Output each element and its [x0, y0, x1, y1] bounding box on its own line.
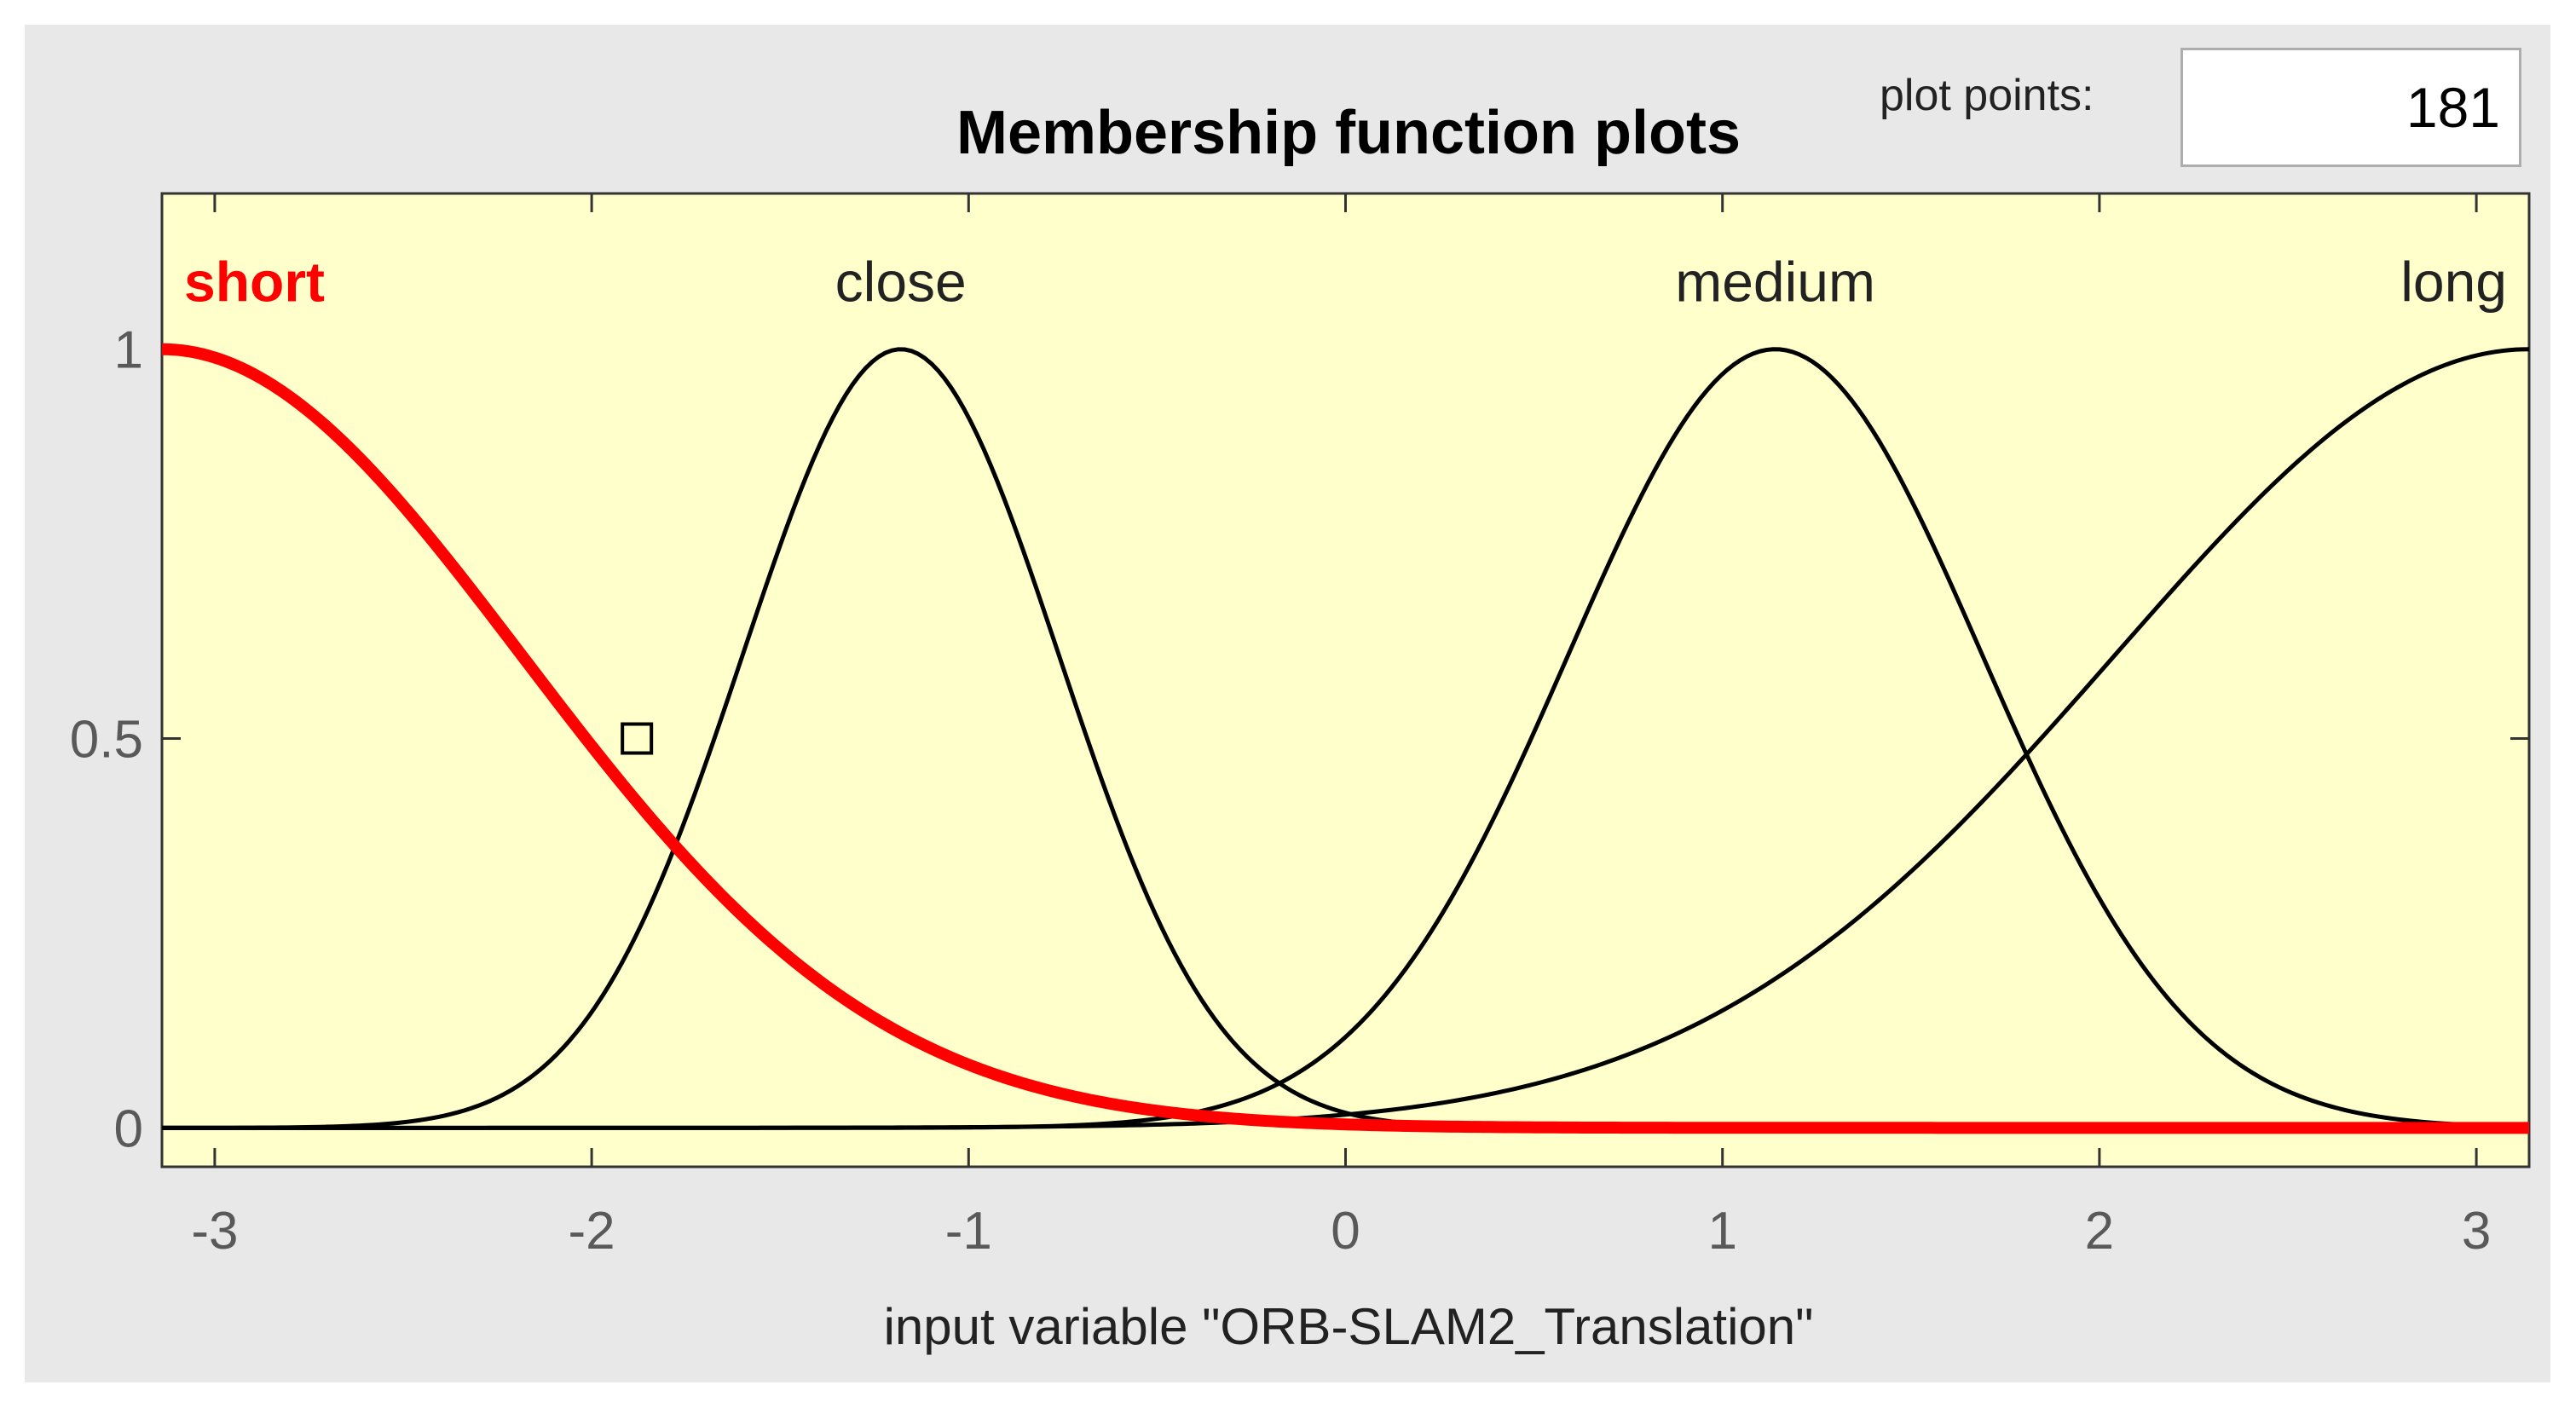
label-close[interactable]: close — [835, 251, 967, 314]
plot-points-input[interactable] — [2180, 48, 2521, 167]
y-tick-label: 0 — [114, 1099, 143, 1158]
x-tick-label: 1 — [1707, 1202, 1736, 1261]
curve-long[interactable] — [162, 347, 2530, 1130]
label-medium[interactable]: medium — [1675, 251, 1875, 314]
x-tick-label: -2 — [569, 1202, 615, 1261]
x-tick-label: -3 — [191, 1202, 238, 1261]
selection-marker[interactable] — [621, 722, 654, 755]
chart-title: Membership function plots — [956, 99, 1741, 167]
membership-curves[interactable] — [161, 343, 2530, 1134]
label-long[interactable]: long — [2400, 251, 2507, 314]
x-tick-label: 3 — [2462, 1202, 2491, 1261]
x-tick-label: -1 — [945, 1202, 992, 1261]
x-axis-label: input variable "ORB-SLAM2_Translation" — [884, 1298, 1814, 1355]
y-axis-ticks: 00.51 — [70, 321, 2529, 1158]
y-tick-label: 1 — [114, 321, 143, 380]
curve-short[interactable] — [161, 343, 2529, 1134]
label-short[interactable]: short — [184, 251, 325, 314]
selection-marker-square[interactable] — [621, 722, 654, 755]
plot-points-label: plot points: — [1880, 71, 2094, 120]
x-tick-label: 2 — [2085, 1202, 2114, 1261]
x-axis-ticks: -3 -2 -1 0 1 2 3 — [191, 193, 2491, 1261]
membership-function-labels: short close medium long — [184, 251, 2507, 314]
x-tick-label: 0 — [1331, 1202, 1360, 1261]
plot-area[interactable] — [160, 192, 2531, 1169]
y-tick-label: 0.5 — [70, 711, 143, 770]
